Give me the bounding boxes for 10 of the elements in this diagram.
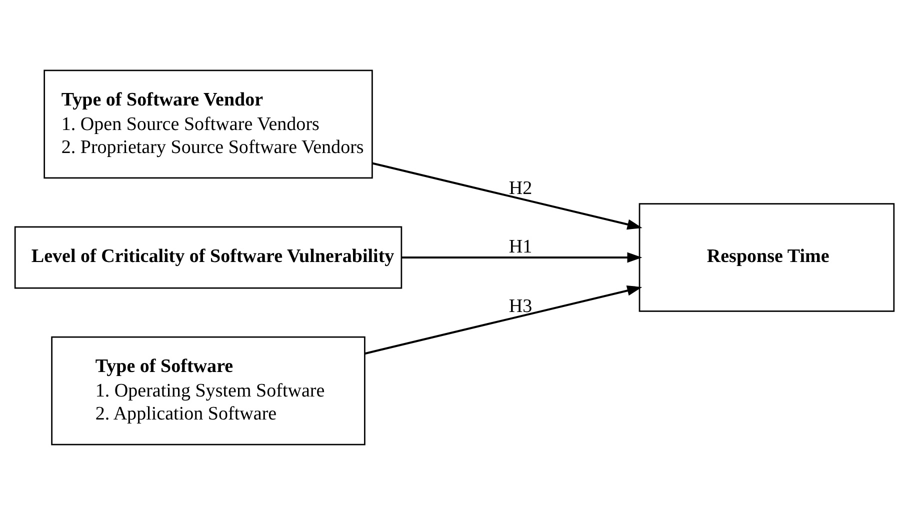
node-box: Type of Software 1. Operating System Software 2. Application Software: [50, 336, 365, 446]
edge-label: H1: [508, 236, 532, 258]
arrow: [364, 285, 642, 355]
edge-label: H3: [508, 296, 532, 318]
arrow: [401, 252, 642, 263]
node-box: Level of Criticality of Software Vulnerability: [14, 226, 402, 289]
edge-label: H2: [508, 178, 532, 199]
node-box: Response Time: [638, 203, 894, 312]
node-box: Type of Software Vendor 1. Open Source Software Vendors 2. Proprietary Source Software Vendors: [43, 70, 372, 179]
arrow: [372, 162, 642, 230]
